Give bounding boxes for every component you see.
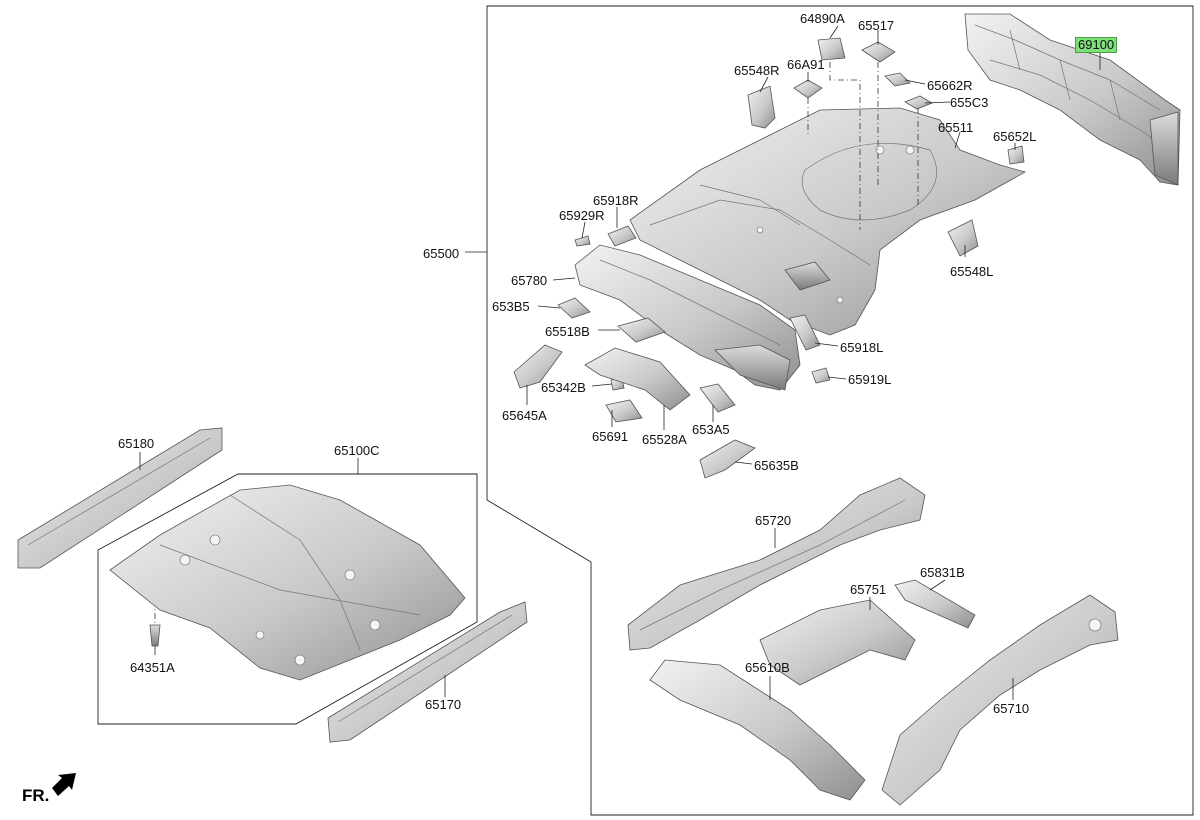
part-66A91-bracket[interactable] bbox=[793, 79, 823, 99]
label-65170[interactable]: 65170 bbox=[425, 697, 462, 712]
part-65100C-front-floor[interactable] bbox=[109, 484, 466, 681]
label-65500[interactable]: 65500 bbox=[423, 246, 460, 261]
label-65710[interactable]: 65710 bbox=[993, 701, 1030, 716]
label-65918L[interactable]: 65918L bbox=[840, 340, 884, 355]
label-653A5[interactable]: 653A5 bbox=[692, 422, 730, 437]
label-65918R[interactable]: 65918R bbox=[593, 193, 639, 208]
label-65929R[interactable]: 65929R bbox=[559, 208, 605, 223]
label-65180[interactable]: 65180 bbox=[118, 436, 155, 451]
label-65610B[interactable]: 65610B bbox=[745, 660, 790, 675]
fastener-line-a bbox=[829, 62, 861, 230]
part-65751-crossmember[interactable] bbox=[759, 599, 916, 686]
label-655C3[interactable]: 655C3 bbox=[950, 95, 989, 110]
label-64351A[interactable]: 64351A bbox=[130, 660, 175, 675]
front-arrow-icon bbox=[52, 773, 76, 796]
part-653A5-bracket[interactable] bbox=[699, 383, 736, 413]
part-65610B-member[interactable] bbox=[649, 659, 866, 801]
part-65528A-bracket[interactable] bbox=[584, 347, 691, 411]
frame-rear-floor-group bbox=[486, 5, 1194, 816]
part-653B5-bracket[interactable] bbox=[557, 297, 591, 319]
label-65517[interactable]: 65517 bbox=[858, 18, 895, 33]
part-64351A-clip[interactable] bbox=[149, 624, 161, 647]
part-65652L-bracket[interactable] bbox=[1007, 145, 1025, 165]
label-65528A[interactable]: 65528A bbox=[642, 432, 687, 447]
part-65918L-bracket[interactable] bbox=[789, 314, 821, 351]
front-orientation-label: FR. bbox=[22, 786, 50, 805]
label-65645A[interactable]: 65645A bbox=[502, 408, 547, 423]
label-65511[interactable]: 65511 bbox=[938, 120, 974, 135]
label-65831B[interactable]: 65831B bbox=[920, 565, 965, 580]
part-65691-bracket[interactable] bbox=[605, 399, 643, 423]
label-65100C[interactable]: 65100C bbox=[334, 443, 380, 458]
label-65548L[interactable]: 65548L bbox=[950, 264, 994, 279]
label-66A91[interactable]: 66A91 bbox=[787, 57, 825, 72]
part-65919L-bracket[interactable] bbox=[811, 367, 831, 384]
label-653B5[interactable]: 653B5 bbox=[492, 299, 530, 314]
part-65170-side-sill[interactable] bbox=[327, 601, 528, 743]
label-65780[interactable]: 65780 bbox=[511, 273, 548, 288]
part-65780-crossmember[interactable] bbox=[574, 244, 801, 391]
label-65751[interactable]: 65751 bbox=[850, 582, 887, 597]
part-65635B-bracket[interactable] bbox=[699, 439, 756, 479]
part-65929R-bracket[interactable] bbox=[574, 235, 591, 247]
label-65342B[interactable]: 65342B bbox=[541, 380, 586, 395]
label-69100[interactable]: 69100 bbox=[1075, 37, 1118, 53]
part-65517-bracket[interactable] bbox=[861, 41, 896, 63]
part-69100-rear-panel[interactable] bbox=[964, 13, 1181, 186]
part-65548L-bracket[interactable] bbox=[947, 219, 979, 257]
part-65720-side-member[interactable] bbox=[627, 477, 926, 651]
label-65518B[interactable]: 65518B bbox=[545, 324, 590, 339]
label-65662R[interactable]: 65662R bbox=[927, 78, 973, 93]
label-65720[interactable]: 65720 bbox=[755, 513, 792, 528]
part-65518B-bracket[interactable] bbox=[617, 317, 666, 343]
part-64890A-bracket[interactable] bbox=[817, 37, 846, 61]
label-64890A[interactable]: 64890A bbox=[800, 11, 845, 26]
part-65710-member[interactable] bbox=[881, 594, 1119, 806]
label-65548R[interactable]: 65548R bbox=[734, 63, 780, 78]
part-65831B-bracket[interactable] bbox=[894, 579, 976, 629]
label-65691[interactable]: 65691 bbox=[592, 429, 629, 444]
frame-front-floor-group bbox=[97, 473, 478, 725]
part-65918R-bracket[interactable] bbox=[607, 225, 637, 247]
label-65919L[interactable]: 65919L bbox=[848, 372, 892, 387]
part-65645A-bracket[interactable] bbox=[513, 344, 563, 389]
label-65652L[interactable]: 65652L bbox=[993, 129, 1037, 144]
part-65180-side-sill[interactable] bbox=[17, 427, 223, 569]
part-65548R-bracket[interactable] bbox=[747, 85, 776, 129]
part-65662R-bracket[interactable] bbox=[884, 72, 911, 87]
label-65635B[interactable]: 65635B bbox=[754, 458, 799, 473]
part-65511-rear-floor-pan[interactable] bbox=[629, 107, 1027, 336]
